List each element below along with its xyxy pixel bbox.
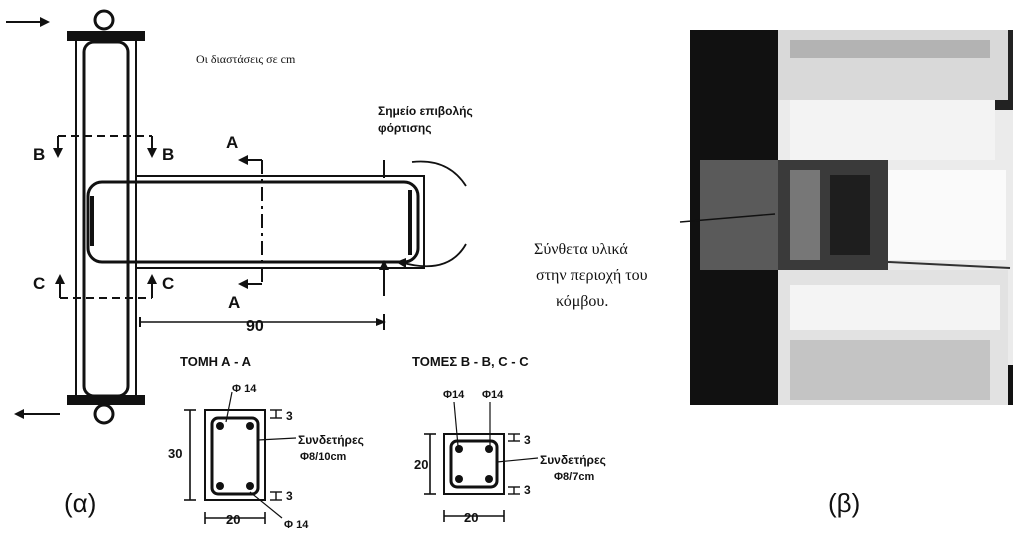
section-bc-bar-right: Φ14 [482,389,504,401]
section-bc-title: ΤΟΜΕΣ Β - Β, C - C [412,354,529,369]
section-bc-drawing [424,401,539,522]
photo-annotation-line2: στην περιοχή του [536,267,648,284]
section-aa-top-bar: Φ 14 [232,383,257,395]
section-aa-drawing [184,391,297,524]
annotation-leader [679,213,776,223]
cyclic-arrow-bottom [399,243,467,268]
section-aa-bar [216,422,224,430]
section-aa-outline [204,409,266,501]
section-a-mark-top: A [226,133,238,152]
t-joint-drawing [6,9,467,425]
section-aa-stirrup [210,416,260,496]
photo-annotation-line1: Σύνθετα υλικά [534,241,628,258]
section-b-mark-right: B [162,145,174,164]
load-point-label-line1: Σημείο επιβολής [378,104,473,118]
section-bc-stirrup-spec: Φ8/7cm [554,471,594,483]
bottom-end-plate [67,395,145,405]
section-c-mark-left: C [33,274,45,293]
section-b-mark-left: B [33,145,45,164]
section-aa-bottom-bar: Φ 14 [284,519,309,531]
photo-annotation-line3: κόμβου. [556,293,608,310]
section-bc-bar-left: Φ14 [443,389,465,401]
section-bc-cover-top: 3 [524,433,531,447]
caption-a: (α) [64,488,96,518]
section-bc-stirrup [449,439,499,489]
dimensions-note: Οι διαστάσεις σε cm [196,52,296,66]
top-end-plate [67,31,145,41]
section-bc-outline [443,433,505,495]
beam-outline [136,175,425,269]
top-lifting-ring [93,9,115,31]
section-bc-stirrups-label: Συνδετήρες [540,453,606,467]
section-aa-cover-top: 3 [286,409,293,423]
section-bc-cover-bottom: 3 [524,483,531,497]
cyclic-arrow-top [411,160,467,187]
test-photo [679,30,1013,405]
section-aa-height: 30 [168,446,182,461]
section-aa-cover-bottom: 3 [286,489,293,503]
caption-b: (β) [828,488,860,518]
bottom-lifting-ring [93,403,115,425]
beam-reinforcement [86,180,420,264]
section-c-mark-right: C [162,274,174,293]
load-point-label-line2: φόρτισης [378,121,431,135]
section-aa-stirrup-spec: Φ8/10cm [300,451,347,463]
section-bc-width: 20 [464,510,478,525]
section-a-mark-bottom: A [228,293,240,312]
section-aa-title: ΤΟΜΗ Α - Α [180,354,252,369]
section-aa-stirrups-label: Συνδετήρες [298,433,364,447]
section-aa-width: 20 [226,512,240,527]
section-bc-height: 20 [414,457,428,472]
beam-length-label: 90 [246,318,264,335]
